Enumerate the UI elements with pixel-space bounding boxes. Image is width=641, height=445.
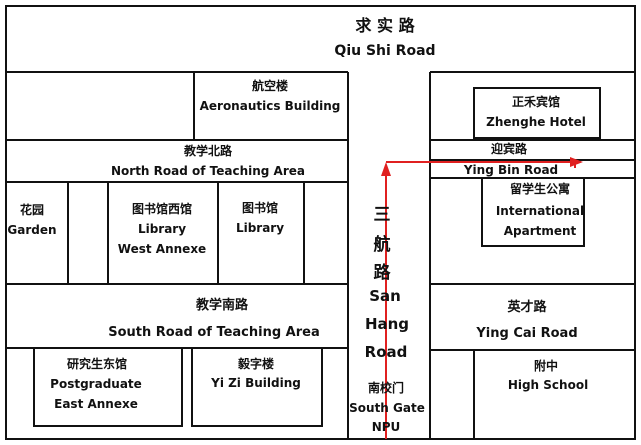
international-apartment-en1: International xyxy=(496,204,584,218)
yingcai-road-en: Ying Cai Road xyxy=(475,326,577,341)
postgraduate-east-annexe-en2: East Annexe xyxy=(54,397,138,411)
library-west-annexe-cn: 图书馆西馆 xyxy=(132,201,192,216)
yingbin-road-en: Ying Bin Road xyxy=(463,163,558,177)
qiushi-road-en: Qiu Shi Road xyxy=(334,43,435,59)
garden-en: Garden xyxy=(7,223,56,237)
zhenghe-hotel-box xyxy=(473,87,601,139)
north-teaching-road-cn: 教学北路 xyxy=(183,143,233,158)
sanhang-road-cn-3: 路 xyxy=(374,262,392,283)
sanhang-road-en-1: San xyxy=(369,287,401,305)
north-teaching-road-en: North Road of Teaching Area xyxy=(111,164,305,178)
postgraduate-east-annexe-box xyxy=(33,347,183,427)
sanhang-road-en-3: Road xyxy=(365,343,408,361)
yi-zi-building-box xyxy=(191,347,323,427)
library-en: Library xyxy=(236,221,284,235)
route-arrow xyxy=(381,157,583,439)
aeronautics-building-en: Aeronautics Building xyxy=(200,99,341,113)
yi-zi-building-cn: 毅字楼 xyxy=(237,356,274,371)
international-apartment-cn: 留学生公寓 xyxy=(510,181,570,196)
library-box xyxy=(217,181,305,285)
south-gate-cn: 南校门 xyxy=(368,380,404,395)
south-gate-en: South Gate xyxy=(349,401,425,415)
zhenghe-hotel-en: Zhenghe Hotel xyxy=(486,115,586,129)
sanhang-road-cn-2: 航 xyxy=(374,234,391,255)
postgraduate-east-annexe-cn: 研究生东馆 xyxy=(67,356,127,371)
international-apartment-en2: Apartment xyxy=(504,224,577,238)
high-school-en: High School xyxy=(508,378,588,392)
postgraduate-east-annexe-en1: Postgraduate xyxy=(50,377,142,391)
zhenghe-hotel-cn: 正禾宾馆 xyxy=(512,94,560,109)
library-west-annexe-en1: Library xyxy=(138,222,186,236)
yi-zi-building-en: Yi Zi Building xyxy=(210,376,301,390)
south-teaching-road-en: South Road of Teaching Area xyxy=(108,325,320,340)
library-cn: 图书馆 xyxy=(242,200,278,215)
garden-cn: 花园 xyxy=(20,202,44,217)
south-teaching-road-cn: 教学南路 xyxy=(195,297,249,313)
map-frame xyxy=(5,5,636,440)
sanhang-road-en-2: Hang xyxy=(365,315,409,333)
yingbin-road-cn: 迎宾路 xyxy=(491,141,528,156)
international-apartment-box xyxy=(481,177,585,247)
library-west-annexe-en2: West Annexe xyxy=(118,242,206,256)
high-school-cn: 附中 xyxy=(534,358,558,373)
yingcai-road-cn: 英才路 xyxy=(506,299,547,315)
qiushi-road-cn: 求 实 路 xyxy=(355,16,415,35)
aeronautics-building-cn: 航空楼 xyxy=(252,78,288,93)
npu-label: NPU xyxy=(372,420,401,434)
sanhang-road-cn-1: 三 xyxy=(374,205,391,225)
